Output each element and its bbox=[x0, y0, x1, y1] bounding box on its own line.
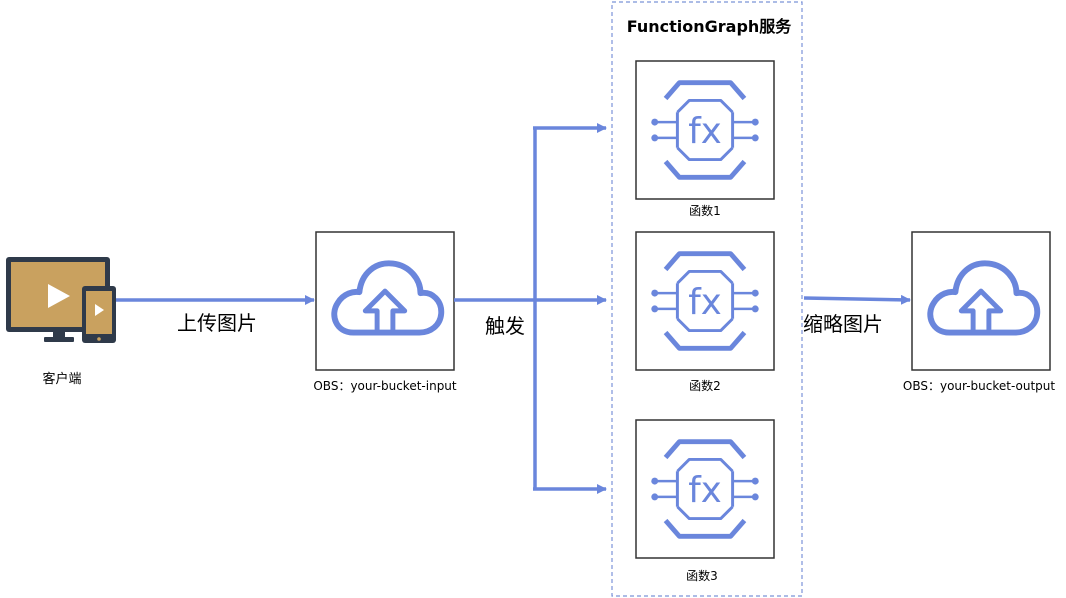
trigger-edge-label: 触发 bbox=[485, 314, 525, 338]
thumbnail-arrow bbox=[803, 294, 911, 305]
thumbnail-edge: 缩略图片 bbox=[803, 294, 911, 336]
service-group-border bbox=[611, 1, 803, 597]
output-bucket-box bbox=[911, 231, 1051, 371]
function-node-3: 函数3 bbox=[635, 419, 775, 583]
function-label: 函数1 bbox=[689, 203, 721, 218]
function-label: 函数2 bbox=[689, 378, 721, 393]
function-label: 函数3 bbox=[686, 568, 718, 583]
thumbnail-edge-label: 缩略图片 bbox=[803, 312, 883, 336]
client-node: 客户端 bbox=[6, 257, 116, 387]
output-bucket-label: OBS：your-bucket-output bbox=[903, 379, 1055, 393]
trigger-edge: 触发 bbox=[454, 123, 607, 494]
functiongraph-service-group: FunctionGraph服务 函数1 函数2 函数3 bbox=[611, 1, 803, 597]
service-group-title: FunctionGraph服务 bbox=[627, 17, 793, 36]
function-node-1: 函数1 bbox=[635, 60, 775, 218]
monitor-tablet-icon bbox=[6, 257, 116, 343]
upload-edge-label: 上传图片 bbox=[177, 311, 257, 335]
function-node-2: 函数2 bbox=[635, 231, 775, 393]
output-bucket-node: OBS：your-bucket-output bbox=[903, 231, 1055, 393]
input-bucket-node: OBS：your-bucket-input bbox=[313, 231, 457, 393]
input-bucket-label: OBS：your-bucket-input bbox=[313, 379, 457, 393]
upload-edge: 上传图片 bbox=[116, 295, 315, 335]
client-label: 客户端 bbox=[42, 371, 81, 387]
